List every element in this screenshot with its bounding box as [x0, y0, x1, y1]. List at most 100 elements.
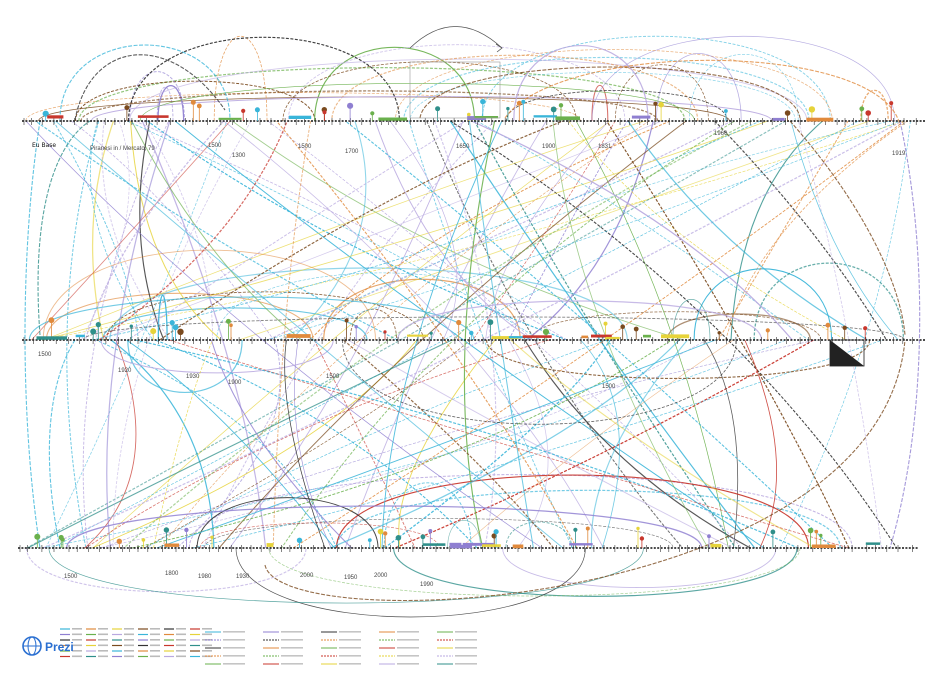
legend-item-text [72, 633, 82, 636]
connector-arc [591, 85, 609, 122]
connector-arc [203, 518, 674, 549]
legend-item-text [202, 650, 212, 652]
connector-arc [292, 120, 905, 549]
event-dot [163, 527, 170, 533]
legend-item-text [124, 655, 134, 658]
connector-arc [481, 35, 831, 122]
connector-arc [268, 547, 801, 597]
connector-arc [51, 120, 859, 549]
connector-arc [106, 120, 171, 549]
event-dot [542, 328, 550, 335]
connector-arc [590, 339, 688, 549]
event-period-bar [36, 336, 67, 340]
connector-arc [272, 120, 312, 549]
connector-arc [26, 120, 786, 549]
legend-item-text [72, 650, 82, 652]
event-dot [456, 319, 462, 326]
event-dot [48, 317, 55, 324]
connector-arc [403, 56, 810, 122]
event-period-bar [218, 117, 242, 120]
legend-item-text [72, 644, 82, 647]
bot-label-6: 2000 [374, 573, 388, 579]
legend-item-text [150, 633, 160, 636]
event-period-bar [286, 334, 311, 338]
connector-arc [502, 547, 777, 588]
connector-arc [426, 120, 683, 549]
connector-arc [606, 120, 850, 549]
legend-item-text [72, 628, 82, 630]
event-dot [169, 320, 175, 326]
top-label-1: Piranesi in / Mercato, 79 [90, 146, 155, 152]
event-period-bar [288, 115, 312, 119]
connector-arc [143, 339, 471, 549]
event-dot [95, 322, 101, 328]
event-dot [493, 529, 499, 535]
event-period-bar [591, 334, 612, 338]
connector-arc [134, 120, 568, 341]
event-dot [58, 534, 64, 541]
connector-arc [397, 300, 763, 341]
connector-arc [216, 272, 548, 341]
connector-arc [129, 58, 808, 122]
legend-item-text [455, 639, 477, 641]
legend-item-text [202, 633, 212, 636]
connector-arc [347, 339, 733, 549]
event-dot [141, 538, 146, 542]
legend-item-text [150, 639, 160, 641]
event-period-bar [407, 334, 429, 337]
event-dot [177, 328, 184, 335]
event-dot [34, 533, 41, 540]
connector-arc [463, 120, 496, 549]
connector-arc [789, 120, 906, 336]
connector-arc [229, 120, 464, 549]
prezi-logo[interactable]: Prezi [22, 636, 74, 656]
event-dot [354, 325, 358, 329]
legend-item-text [339, 631, 361, 633]
legend-item-text [98, 644, 108, 647]
connector-arc [267, 120, 732, 341]
connector-arc [460, 339, 734, 549]
event-dot [658, 101, 664, 108]
event-dot [225, 318, 231, 324]
event-period-bar [462, 542, 494, 546]
connector-arc [213, 36, 268, 122]
event-dot [210, 535, 214, 539]
top-label-6: 1650 [456, 144, 470, 150]
event-dot [807, 527, 814, 534]
connector-arc [127, 120, 466, 341]
connector-arc [398, 339, 496, 549]
connector-arc [508, 120, 628, 341]
legend-item-text [150, 650, 160, 652]
event-dot [808, 106, 816, 113]
event-dot [770, 529, 776, 535]
event-period-bar [812, 544, 836, 548]
event-dot [322, 110, 327, 115]
timeline-ticks [19, 118, 917, 552]
connector-arc [524, 339, 751, 549]
event-dot [241, 108, 246, 113]
connector-arc [329, 339, 680, 549]
event-dot [129, 324, 133, 328]
legend-item-text [150, 628, 160, 630]
bot-label-0: 1500 [64, 574, 78, 580]
connector-arc [188, 474, 853, 549]
connector-arc [393, 547, 798, 597]
connector-arc [89, 120, 154, 341]
connector-arc [101, 307, 368, 341]
connector-arc [779, 120, 911, 549]
event-period-bar [450, 544, 472, 549]
event-dot [516, 100, 522, 106]
event-period-bar [75, 334, 85, 338]
legend-item-text [339, 647, 361, 649]
event-dot [428, 529, 433, 533]
event-dot [653, 101, 658, 106]
legend-item-text [223, 639, 245, 641]
event-dot [190, 99, 196, 105]
legend-item-text [223, 663, 245, 665]
connector-arc [235, 547, 586, 618]
connector-arc [110, 339, 215, 549]
connector-arc [71, 120, 275, 341]
connector-arc [238, 120, 870, 341]
event-dot [814, 529, 819, 534]
